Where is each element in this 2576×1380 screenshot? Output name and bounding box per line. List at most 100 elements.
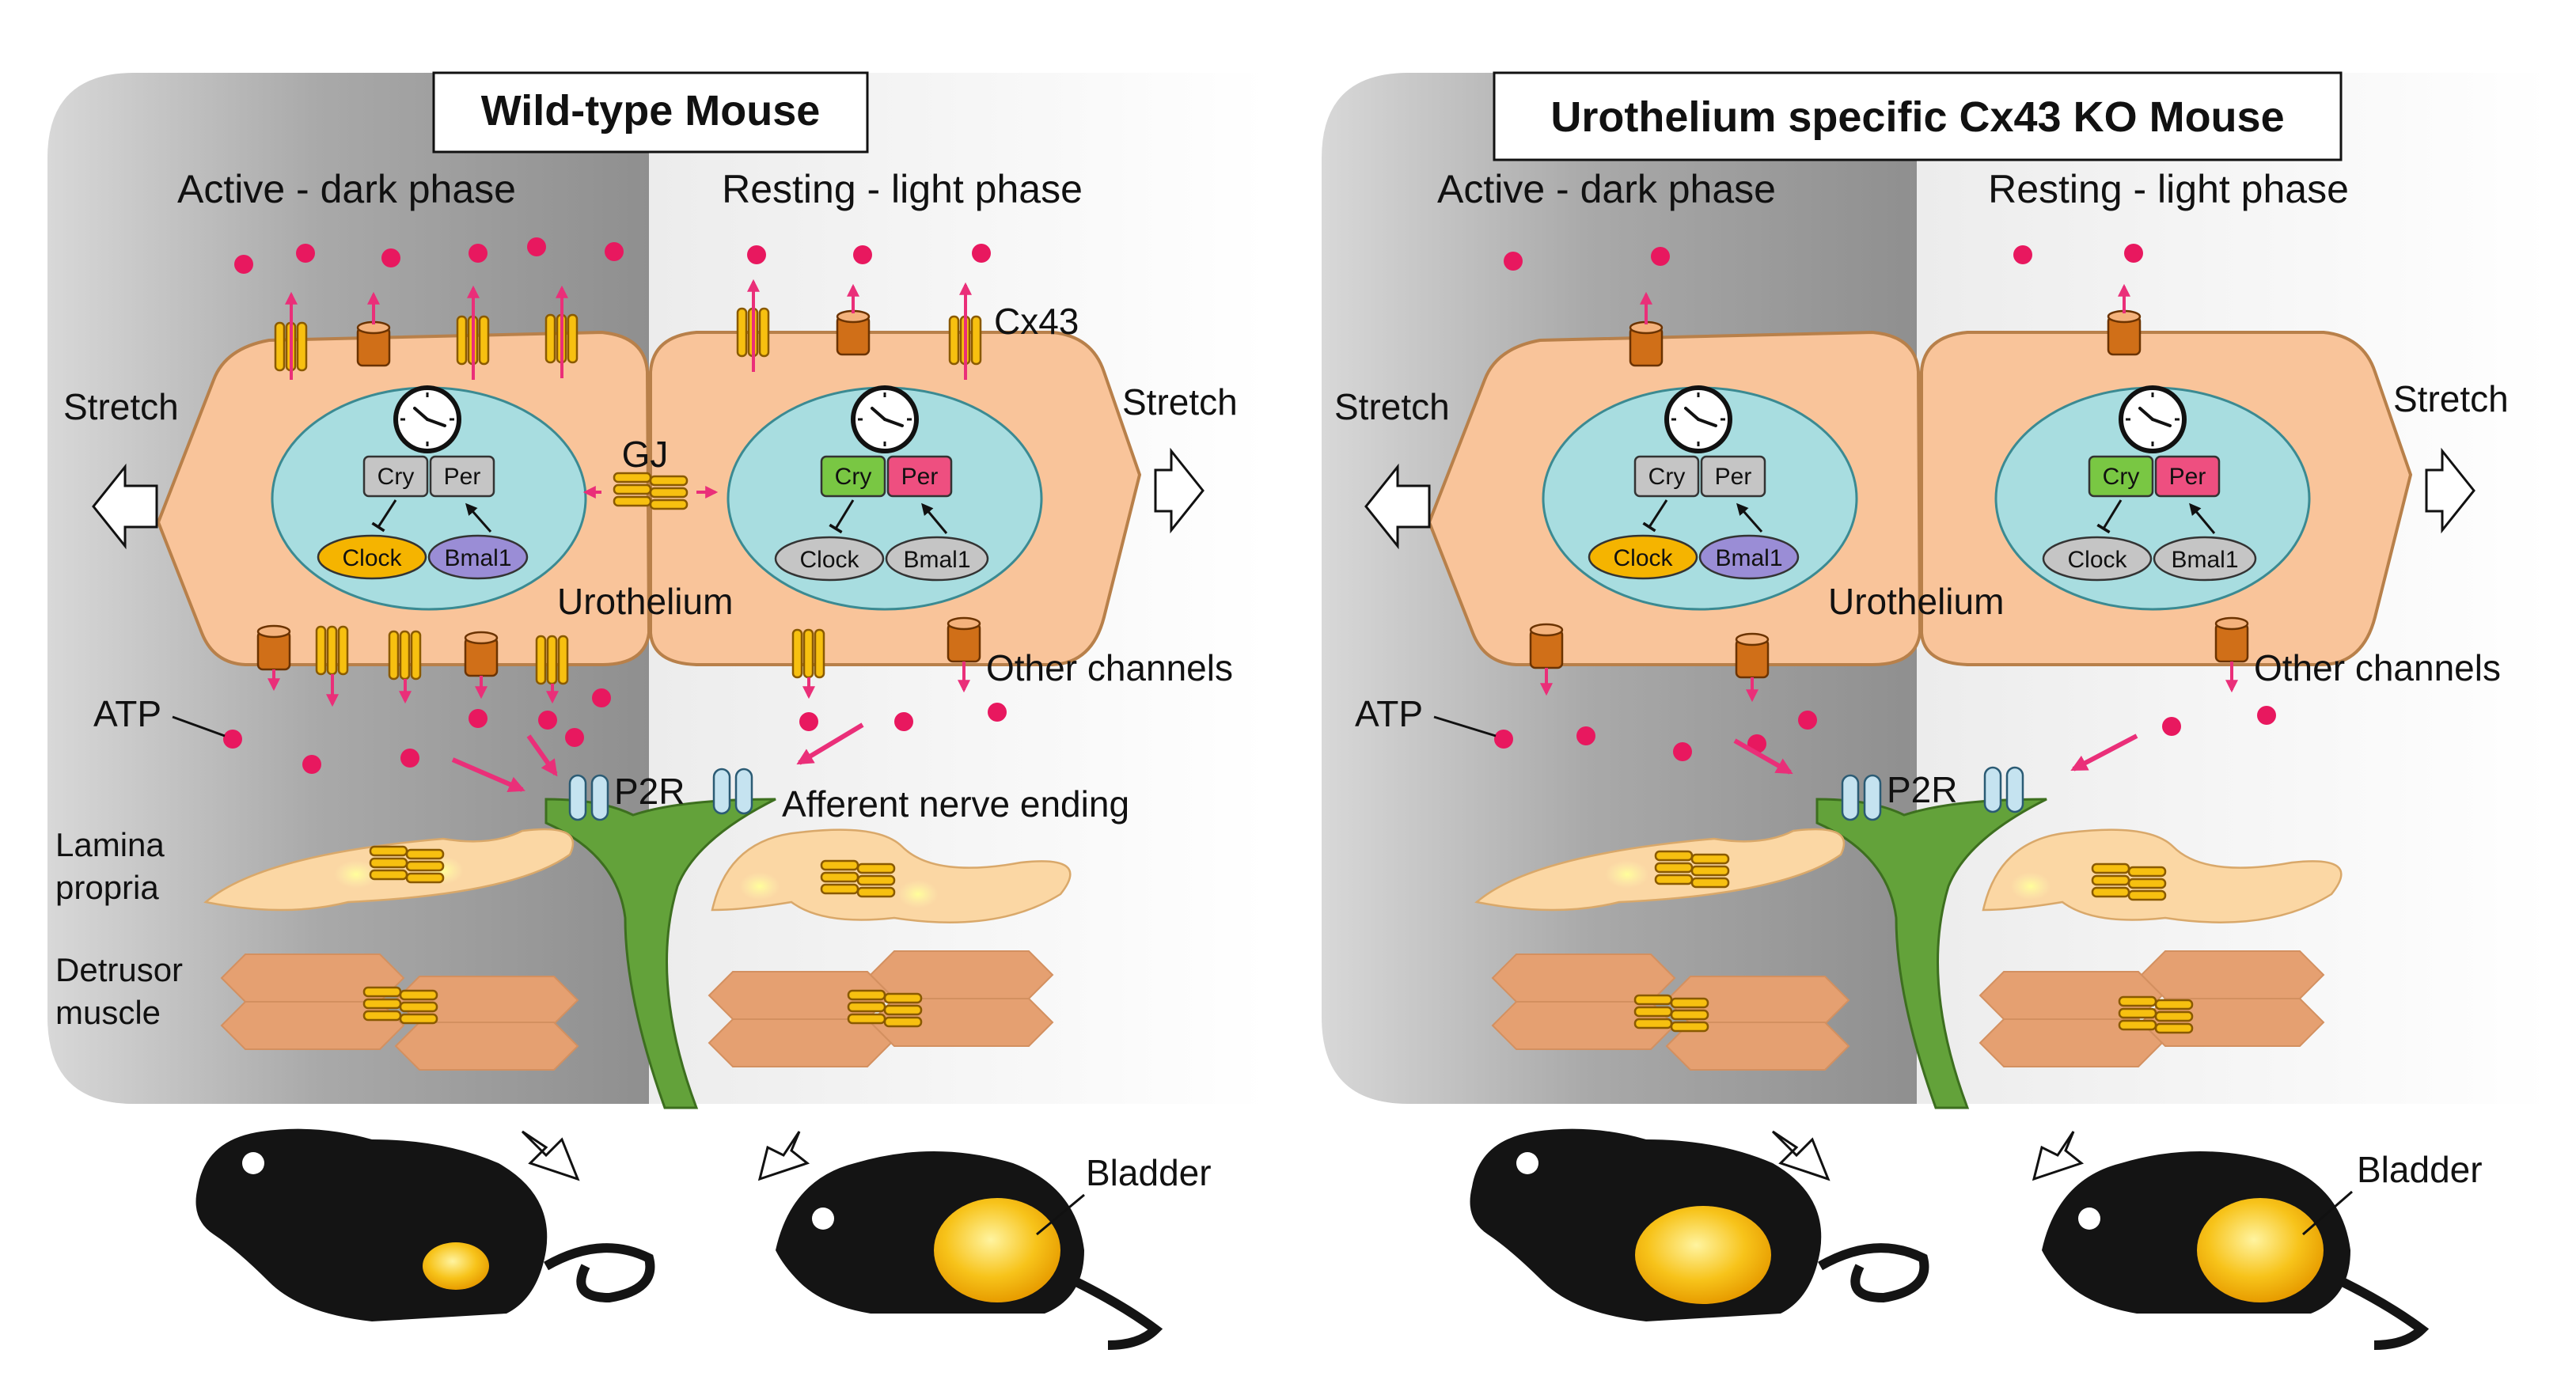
repression-line: [829, 499, 855, 534]
gap-junction: [820, 859, 896, 898]
smooth-muscle-cell: [2141, 950, 2324, 999]
gene-cry: Cry: [1648, 464, 1686, 490]
gap-junction: [613, 472, 689, 510]
other-channel: [2107, 309, 2142, 356]
gene-clock-ellipse: [2042, 536, 2153, 582]
smooth-muscle-cell: [708, 1018, 892, 1067]
gene-clock-ellipse: [774, 536, 885, 582]
mouse-tail: [1818, 1243, 1929, 1303]
gene-clock-ellipse: [1588, 534, 1698, 580]
stretch-label-left: Stretch: [63, 386, 179, 427]
dark-to-light-arrow: [1771, 1130, 1831, 1181]
gene-per-box: [2154, 455, 2221, 498]
gene-bmal1-ellipse: [885, 536, 989, 582]
gene-clock-ellipse: [317, 534, 427, 580]
mouse-eye: [2078, 1208, 2100, 1230]
dark-to-light-arrow: [521, 1130, 580, 1181]
gene-bmal1-ellipse: [2153, 536, 2257, 582]
gene-bmal1: Bmal1: [2171, 547, 2238, 573]
bladder-full: [1635, 1206, 1771, 1304]
gene-per-box: [429, 455, 495, 498]
gene-per-box: [1700, 455, 1766, 498]
detrusor-label-line2: muscle: [55, 994, 161, 1031]
gene-bmal1: Bmal1: [903, 547, 970, 573]
atp-label: ATP: [1355, 693, 1423, 734]
mouse-eye: [242, 1152, 264, 1174]
gene-per: Per: [444, 464, 481, 490]
detrusor-label-line1: Detrusor: [55, 951, 183, 988]
cell-nucleus: [739, 872, 780, 900]
dark-phase-label: Active - dark phase: [177, 167, 516, 211]
stretch-label-right: Stretch: [2393, 378, 2509, 419]
activation-arrow: [1736, 502, 1763, 533]
other-channel: [836, 309, 871, 356]
stretch-label-right: Stretch: [1122, 381, 1238, 423]
afferent-nerve: [544, 798, 776, 1109]
connexin-hemichannel: [791, 628, 825, 679]
stretch-arrow-right: [2425, 447, 2475, 534]
repression-line: [371, 499, 397, 533]
clock-icon: [396, 388, 459, 451]
repression-line: [2096, 499, 2123, 534]
other-channel: [356, 320, 391, 367]
cell-nucleus: [1605, 860, 1649, 889]
p2r-label: P2R: [614, 771, 685, 812]
bladder-pointer: [2302, 1190, 2353, 1236]
atp-label: ATP: [93, 693, 161, 734]
gene-bmal1: Bmal1: [1715, 545, 1782, 571]
gene-cry: Cry: [377, 464, 415, 490]
mouse-resting: [776, 1151, 1163, 1350]
gene-bmal1-ellipse: [1698, 534, 1800, 580]
atp-dots-apical: [234, 237, 991, 274]
apical-release-arrows: [285, 279, 972, 380]
mouse-eye: [812, 1208, 834, 1230]
clock-icon: [1667, 388, 1730, 451]
gene-cry: Cry: [2103, 464, 2140, 490]
urothelium-label: Urothelium: [1828, 581, 2004, 622]
mouse-active: [195, 1128, 655, 1321]
light-phase-label: Resting - light phase: [1988, 167, 2349, 211]
light-phase-label: Resting - light phase: [722, 167, 1083, 211]
cell-nucleus: [334, 860, 378, 889]
basal-release-arrows: [267, 662, 970, 707]
gap-junction: [2091, 862, 2167, 901]
connexin-hemichannel: [315, 625, 349, 676]
gene-per: Per: [2169, 464, 2206, 490]
basal-release-arrows: [1540, 662, 2238, 703]
mouse-tail: [1074, 1277, 1163, 1350]
dark-phase-label: Active - dark phase: [1437, 167, 1776, 211]
gap-junction: [362, 986, 438, 1025]
atp-to-p2r-arrows: [451, 722, 864, 792]
clock-icon: [853, 388, 916, 451]
bladder-full: [934, 1198, 1060, 1302]
lamina-label-line1: Lamina: [55, 826, 165, 863]
gene-cry-box: [2088, 455, 2154, 498]
gene-clock: Clock: [799, 547, 859, 573]
gene-cry-box: [820, 455, 886, 498]
lamina-label-line2: propria: [55, 869, 159, 906]
gene-per: Per: [1715, 464, 1752, 490]
afferent-nerve: [1815, 798, 2047, 1109]
smooth-muscle-cell: [870, 950, 1053, 999]
gene-per: Per: [901, 464, 939, 490]
panel-title: Urothelium specific Cx43 KO Mouse: [1550, 93, 2284, 141]
gene-per-box: [886, 455, 953, 498]
atp-dots-basal: [223, 688, 1007, 774]
stretch-arrow-left: [1364, 463, 1431, 550]
gap-junction: [847, 989, 923, 1028]
cx43-label: Cx43: [994, 301, 1079, 342]
light-to-dark-arrow: [2032, 1131, 2085, 1181]
gene-bmal1-ellipse: [427, 534, 529, 580]
mouse-resting: [2042, 1151, 2430, 1350]
activation-arrow: [2189, 502, 2216, 534]
activation-arrow: [921, 502, 948, 534]
mouse-tail: [2340, 1277, 2430, 1350]
other-channel: [1629, 320, 1664, 367]
bladder-full: [2197, 1198, 2324, 1302]
repression-line: [1642, 499, 1668, 533]
p2r-label: P2R: [1887, 769, 1957, 810]
panel-title-box: [432, 71, 869, 154]
stretch-arrow-left: [92, 463, 158, 550]
activation-arrow: [465, 502, 492, 533]
gene-cry: Cry: [835, 464, 872, 490]
